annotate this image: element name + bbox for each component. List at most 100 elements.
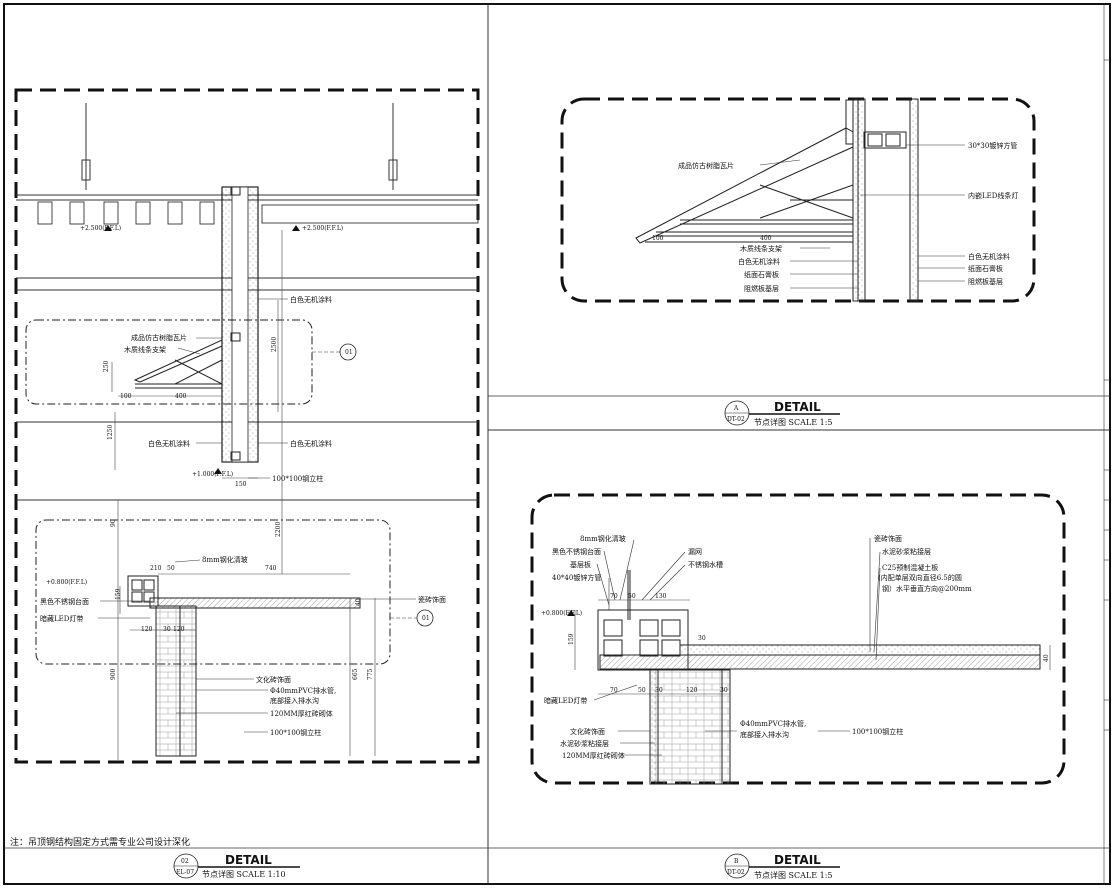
- detail-b-leaders: [593, 538, 881, 756]
- dim-740: 740: [265, 565, 277, 572]
- label-b-tube: 40*40镀锌方管: [552, 573, 601, 582]
- dim-100: 100: [120, 393, 132, 400]
- detail-a-frame: [560, 97, 1036, 303]
- dim-2200: 2200: [275, 522, 282, 537]
- dim-2500: 2500: [271, 337, 278, 352]
- dim-400: 400: [175, 393, 187, 400]
- level-4-text: +0.800(F.F.L): [46, 579, 87, 586]
- svg-text:DT-02: DT-02: [727, 416, 745, 423]
- dim-40: 40: [355, 598, 362, 606]
- label-white-paint-right: 白色无机涂料: [290, 439, 332, 448]
- dim-b-30b: 30: [655, 687, 663, 694]
- label-b-culture: 文化砖饰面: [570, 727, 605, 736]
- label-brick-wall: 120MM厚红砖砌体: [270, 709, 333, 718]
- canopy-callout-box: [25, 319, 313, 405]
- label-b-ss: 黑色不锈钢台面: [552, 547, 601, 556]
- svg-text:节点详图 SCALE 1:5: 节点详图 SCALE 1:5: [754, 870, 833, 880]
- title-a: A DT-02 DETAIL 节点详图 SCALE 1:5: [724, 400, 840, 427]
- dim-1250: 1250: [107, 425, 114, 440]
- dim-b-70: 70: [610, 593, 618, 600]
- label-pvc-pipe-2: 底部接入排水沟: [270, 696, 319, 705]
- level-b-text: +0.800(F.F.L): [541, 610, 582, 617]
- counter-callout-box: [35, 519, 391, 665]
- label-a-gypsum-left: 纸面石膏板: [744, 270, 779, 279]
- svg-text:节点详图 SCALE 1:10: 节点详图 SCALE 1:10: [202, 869, 286, 879]
- dim-210: 210: [150, 565, 162, 572]
- dim-b-159: 159: [568, 633, 575, 645]
- dim-b-130: 130: [655, 593, 667, 600]
- dim-120-b: 120: [173, 626, 185, 633]
- label-b-mortar: 水泥砂浆粘接层: [882, 547, 931, 556]
- dim-50: 50: [167, 565, 175, 572]
- detail-b-section: [597, 570, 1041, 785]
- label-b-base: 基层板: [570, 560, 591, 569]
- label-glass: 8mm钢化清玻: [202, 555, 248, 564]
- label-b-glass: 8mm钢化清玻: [580, 534, 626, 543]
- label-b-mortar2: 水泥砂浆粘接层: [560, 739, 609, 748]
- label-a-gypsum-right: 纸面石膏板: [968, 264, 1003, 273]
- level-2-text: +2.500(F.F.L): [302, 225, 343, 232]
- label-pvc-pipe: Φ40mmPVC排水管,: [270, 686, 336, 695]
- dim-a-100: 100: [652, 235, 664, 242]
- title-b: B DT-02 DETAIL 节点详图 SCALE 1:5: [724, 853, 840, 880]
- detail-02-frame: [14, 88, 480, 764]
- dim-159: 159: [115, 588, 122, 600]
- label-a-fire-left: 阻燃板基层: [744, 284, 779, 293]
- title-02: 02 EL-07 DETAIL 节点详图 SCALE 1:10: [173, 853, 300, 879]
- dim-30: 30: [163, 626, 171, 633]
- dim-b-30: 30: [698, 635, 706, 642]
- label-ss-counter: 黑色不锈钢台面: [40, 597, 89, 606]
- dim-120-a: 120: [141, 626, 153, 633]
- canopy-roof: [133, 339, 223, 389]
- label-a-led: 内嵌LED线条灯: [968, 191, 1018, 200]
- steel-column: [221, 186, 259, 463]
- label-a-tile: 成品仿古树脂瓦片: [678, 161, 734, 170]
- label-a-tube: 30*30镀锌方管: [968, 141, 1017, 150]
- label-b-pvc: Φ40mmPVC排水管,: [740, 719, 806, 728]
- detail-02-dimension-lines: [111, 230, 376, 760]
- svg-text:A: A: [733, 405, 739, 412]
- label-led: 暗藏LED灯带: [40, 614, 83, 623]
- dim-900: 900: [110, 668, 117, 680]
- svg-text:节点详图 SCALE 1:5: 节点详图 SCALE 1:5: [754, 417, 833, 427]
- counter-section: [127, 575, 361, 757]
- label-tile-face: 瓷砖饰面: [418, 595, 446, 604]
- detail-02-leaders: [98, 298, 416, 733]
- level-marker-1: [104, 225, 112, 231]
- label-a-wood: 木质线条支架: [740, 244, 782, 253]
- dim-b-50: 50: [628, 593, 636, 600]
- level-marker-2: [292, 225, 300, 231]
- svg-text:DETAIL: DETAIL: [225, 853, 272, 867]
- svg-text:DETAIL: DETAIL: [774, 853, 821, 867]
- label-b-col: 100*100钢立柱: [852, 727, 903, 736]
- dim-b-30c: 30: [720, 687, 728, 694]
- dim-150: 150: [235, 481, 247, 488]
- callout-1-text: 01: [345, 349, 353, 356]
- svg-text:DT-02: DT-02: [727, 869, 745, 876]
- label-b-c25c: 钢）水平垂直方向@200mm: [882, 584, 972, 593]
- svg-text:EL-07: EL-07: [176, 869, 194, 876]
- dim-665: 665: [352, 668, 359, 680]
- level-marker-3: [214, 468, 222, 474]
- label-b-brick: 120MM厚红砖砌体: [562, 751, 625, 760]
- label-steel-col-bottom: 100*100钢立柱: [270, 728, 321, 737]
- level-1-text: +2.500(F.F.L): [80, 225, 121, 232]
- dim-b-70b: 70: [610, 687, 618, 694]
- detail-a-leaders: [759, 144, 965, 289]
- label-wood-frame: 木质线条支架: [124, 345, 166, 354]
- svg-text:DETAIL: DETAIL: [774, 400, 821, 414]
- title-block-edge: [1103, 4, 1110, 884]
- dim-b-50b: 50: [638, 687, 646, 694]
- sheet-border: [3, 3, 1111, 885]
- svg-text:B: B: [734, 858, 739, 865]
- level-3-text: +1.000(F.F.L): [192, 471, 233, 478]
- label-tile-roof: 成品仿古树脂瓦片: [131, 333, 187, 342]
- label-a-paint-left: 白色无机涂料: [738, 257, 780, 266]
- label-white-paint-left: 白色无机涂料: [148, 439, 190, 448]
- dim-a-400: 400: [760, 235, 772, 242]
- label-b-led: 暗藏LED灯带: [544, 696, 587, 705]
- label-steel-col-top: 100*100钢立柱: [272, 474, 323, 483]
- label-b-c25a: C25预制混凝土板: [882, 563, 938, 572]
- label-b-c25b: (内配单层双向直径6.5的圆: [878, 573, 962, 582]
